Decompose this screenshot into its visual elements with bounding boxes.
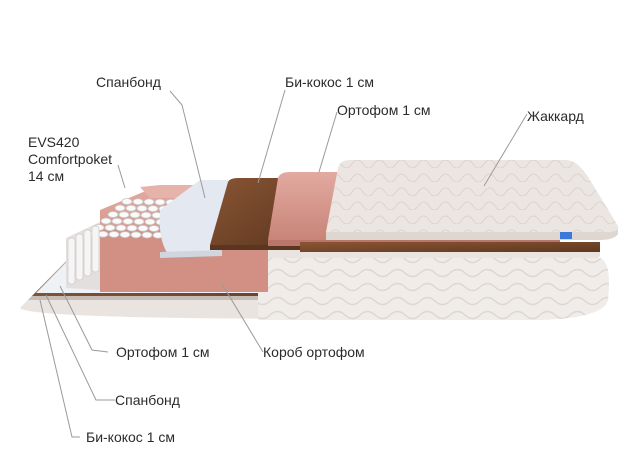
spring-pocket: [140, 211, 152, 219]
spring-pocket: [132, 198, 144, 206]
spring-pocket: [143, 198, 155, 206]
brand-tag: [560, 232, 572, 239]
spring-pocket: [136, 204, 148, 212]
label-springs-model: EVS420: [28, 134, 80, 150]
spring-pocket: [122, 217, 134, 225]
spring-pocket: [114, 204, 126, 212]
spring-pocket: [144, 218, 156, 226]
spring-pocket-side: [83, 229, 92, 277]
spring-pocket: [104, 224, 116, 232]
spring-pocket: [147, 205, 159, 213]
spring-pocket: [108, 230, 120, 238]
spring-pocket: [125, 204, 137, 212]
spring-pocket: [126, 224, 138, 232]
spring-pocket: [118, 211, 130, 219]
label-springs-type: Comfortpoket: [28, 151, 113, 167]
label-box-ortofom: Короб ортофом: [263, 344, 365, 360]
spring-pocket: [119, 231, 131, 239]
spring-pocket: [107, 211, 119, 218]
label-bicoco-bottom: Би-кокос 1 см: [86, 429, 175, 445]
leader-lines: [39, 89, 528, 438]
spring-pocket: [115, 224, 127, 232]
label-ortofom-bottom: Ортофом 1 см: [116, 344, 210, 360]
label-jacquard: Жаккард: [527, 108, 584, 124]
spring-pocket: [141, 231, 153, 239]
spring-pocket: [130, 231, 142, 239]
label-spunbond-top: Спанбонд: [96, 74, 161, 90]
spring-pocket: [129, 211, 141, 219]
jacquard-top-cover: [326, 160, 619, 240]
spring-pocket: [100, 217, 112, 225]
spring-pocket: [148, 225, 160, 232]
label-springs-height: 14 см: [28, 168, 65, 184]
spring-pocket: [121, 198, 133, 205]
spring-pocket: [137, 224, 149, 232]
spring-pocket-side: [91, 225, 100, 273]
spring-pocket: [111, 217, 123, 225]
label-bicoco-top: Би-кокос 1 см: [285, 74, 374, 90]
spring-pocket: [133, 218, 145, 226]
spring-pocket: [154, 198, 166, 206]
spring-pocket-side: [67, 237, 76, 285]
label-ortofom-top: Ортофом 1 см: [337, 102, 431, 118]
spring-pocket-side: [75, 233, 84, 281]
bicoco-strip: [300, 242, 600, 252]
label-spunbond-bottom: Спанбонд: [115, 392, 180, 408]
spring-pocket: [97, 230, 109, 238]
